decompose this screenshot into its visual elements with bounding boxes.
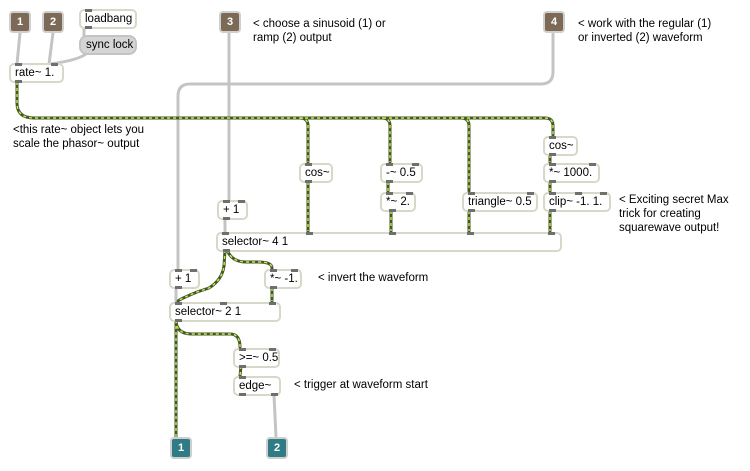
times2-label: *~ 2. — [386, 196, 410, 208]
loadbang-label: loadbang — [85, 13, 133, 25]
comment-secret-trick: < Exciting secret Max trick for creating… — [619, 193, 729, 235]
cord-inlet1-to-rate — [15, 31, 22, 66]
minus-object[interactable]: -~ 0.5 — [380, 163, 423, 183]
sync-lock-message[interactable]: sync lock — [79, 35, 137, 55]
times1000-object[interactable]: *~ 1000. — [543, 163, 600, 183]
comment-choose-line-2: ramp (2) output — [253, 32, 332, 44]
outlet-1[interactable]: 1 — [170, 437, 192, 459]
rate-object[interactable]: rate~ 1. — [9, 63, 64, 83]
signal-cords-light — [16, 82, 554, 437]
inlet-1[interactable]: 1 — [9, 11, 31, 33]
edge-label: edge~ — [239, 380, 272, 392]
comment-rate-line-2: scale the phasor~ output — [13, 138, 140, 150]
times-neg1-object[interactable]: *~ -1. — [264, 269, 302, 289]
comment-rate-line-1: <this rate~ object lets you — [13, 124, 145, 136]
comment-work-line-1: < work with the regular (1) — [578, 18, 712, 30]
loadbang-object[interactable]: loadbang — [79, 9, 137, 29]
cord-edge-to-outlet2 — [272, 393, 278, 439]
inlet-3[interactable]: 3 — [219, 11, 241, 33]
cos-label-2: cos~ — [549, 140, 574, 152]
comment-choose-output: < choose a sinusoid (1) or ramp (2) outp… — [253, 17, 386, 45]
comment-choose-line-1: < choose a sinusoid (1) or — [253, 18, 386, 30]
cord-selector4-to-timesneg1 — [225, 248, 274, 270]
cord-inlet4-to-plus1b — [176, 31, 555, 270]
times-neg1-label: *~ -1. — [270, 273, 298, 285]
times1000-label: *~ 1000. — [549, 167, 593, 179]
cos-label-1: cos~ — [305, 167, 330, 179]
inlet-2[interactable]: 2 — [42, 11, 64, 33]
times2-object[interactable]: *~ 2. — [380, 192, 416, 212]
cos-object-2[interactable]: cos~ — [543, 136, 578, 156]
selector2-label: selector~ 2 1 — [175, 306, 242, 318]
cord-bus-to-minus — [380, 116, 392, 164]
comment-work-line-2: or inverted (2) waveform — [578, 32, 703, 44]
plus1-label-b: + 1 — [175, 273, 192, 285]
edge-object[interactable]: edge~ — [233, 376, 281, 396]
gte-object[interactable]: >=~ 0.5 — [233, 348, 280, 368]
triangle-label: triangle~ 0.5 — [468, 196, 532, 208]
comment-secret-line-3: squarewave output! — [619, 222, 720, 234]
comment-invert-waveform: < invert the waveform — [318, 272, 429, 284]
comment-waveform-polarity: < work with the regular (1) or inverted … — [578, 17, 711, 45]
comment-trigger: < trigger at waveform start — [294, 379, 428, 391]
clip-object[interactable]: clip~ -1. 1. — [543, 192, 611, 212]
sync-lock-label: sync lock — [86, 39, 134, 51]
comment-secret-line-2: trick for creating — [619, 208, 701, 220]
gte-label: >=~ 0.5 — [239, 352, 279, 364]
inlet-4[interactable]: 4 — [543, 11, 565, 33]
outlet-2[interactable]: 2 — [266, 437, 288, 459]
selector4-object[interactable]: selector~ 4 1 — [216, 232, 562, 252]
minus-label: -~ 0.5 — [386, 167, 416, 179]
triangle-object[interactable]: triangle~ 0.5 — [462, 192, 538, 212]
comment-rate-object: <this rate~ object lets you scale the ph… — [13, 123, 144, 151]
selector4-label: selector~ 4 1 — [222, 236, 289, 248]
cos-object-1[interactable]: cos~ — [299, 163, 333, 183]
clip-label: clip~ -1. 1. — [549, 196, 603, 208]
cord-inlet2-to-rate — [47, 31, 55, 66]
cord-bus-to-triangle — [459, 116, 471, 193]
selector2-object[interactable]: selector~ 2 1 — [169, 302, 281, 322]
comment-secret-line-1: < Exciting secret Max — [619, 194, 729, 206]
plus1-object-a[interactable]: + 1 — [217, 200, 248, 220]
plus1-object-b[interactable]: + 1 — [169, 269, 200, 289]
rate-label: rate~ 1. — [15, 67, 55, 79]
plus1-label-a: + 1 — [223, 204, 240, 216]
cord-bus-to-cos1 — [298, 116, 310, 164]
